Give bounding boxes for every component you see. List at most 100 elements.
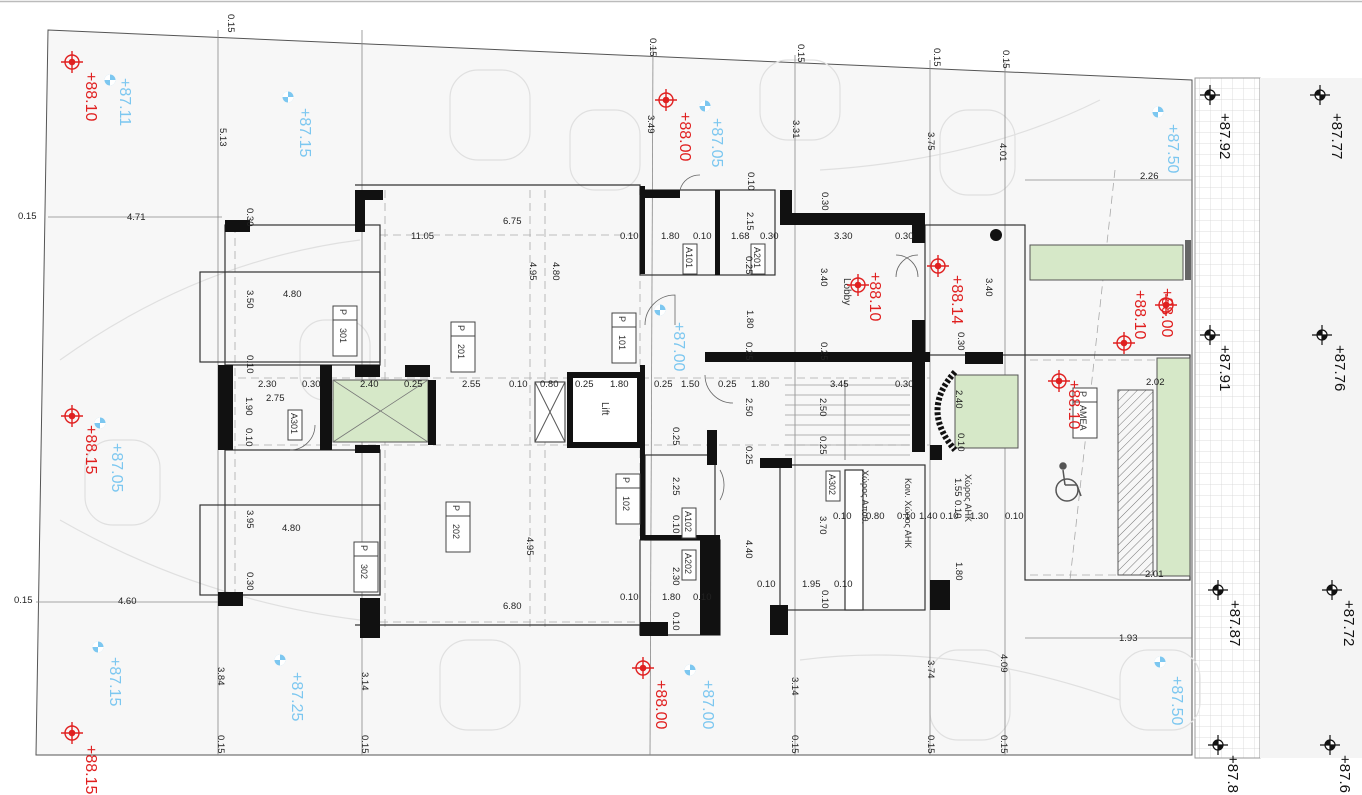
dim-label-d_480a: 4.80 bbox=[550, 262, 561, 281]
room-store1: Χώρος Αποθ. bbox=[860, 470, 870, 524]
level-value-r9: +88.00 bbox=[652, 680, 669, 729]
level-value-r5: +88.10 bbox=[1131, 290, 1148, 339]
level-value-b9: +87.00 bbox=[699, 680, 716, 729]
dim-label-d_331: 3.31 bbox=[790, 120, 801, 139]
dim-label-d_275: 2.75 bbox=[266, 393, 285, 404]
level-value-k5: +87.87 bbox=[1226, 600, 1243, 646]
dim-label-d_225: 2.25 bbox=[670, 477, 681, 496]
dim-label-d_240: 2.40 bbox=[360, 379, 379, 390]
curved-wall bbox=[934, 369, 958, 452]
dim-label-d_190: 1.90 bbox=[243, 397, 254, 416]
dim-label-d_025c: 0.25 bbox=[818, 342, 829, 361]
level-value-k6: +87.72 bbox=[1340, 600, 1357, 646]
dim-label-d_bot_015c: 0.15 bbox=[789, 735, 800, 754]
level-value-b3: +87.05 bbox=[708, 118, 725, 167]
level-marker-icon-b7 bbox=[92, 641, 104, 653]
dim-label-d_025b: 0.25 bbox=[743, 342, 754, 361]
dim-label-d_384: 3.84 bbox=[215, 667, 226, 686]
storage-labels: A101 A201 A301 A102 A202 A302 Χώρος Αποθ… bbox=[287, 243, 973, 581]
dim-label-d_375: 3.75 bbox=[925, 132, 936, 151]
parking-302: 302 bbox=[359, 564, 369, 579]
level-marker-icon-b6 bbox=[94, 417, 106, 429]
level-value-b10: +87.50 bbox=[1168, 676, 1185, 725]
dim-label-d_680: 6.80 bbox=[503, 601, 522, 612]
parking-202: 202 bbox=[451, 524, 461, 539]
dim-label-d_030e: 0.30 bbox=[955, 332, 966, 351]
dim-label-d_440: 4.40 bbox=[743, 540, 754, 559]
dim-label-d_330: 3.30 bbox=[834, 231, 853, 242]
dim-label-d_025f: 0.25 bbox=[654, 379, 673, 390]
level-marker-icon-b5 bbox=[654, 304, 666, 316]
dim-label-d_155: 1.55 bbox=[952, 478, 963, 497]
svg-text:P: P bbox=[451, 505, 461, 511]
room-a101: A101 bbox=[684, 247, 694, 268]
dim-label-d_314a: 3.14 bbox=[359, 672, 370, 691]
dim-label-d_010n: 0.10 bbox=[757, 579, 776, 590]
dim-label-d_350: 3.50 bbox=[244, 290, 255, 309]
parking-301: 301 bbox=[338, 328, 348, 343]
dim-label-d_471: 4.71 bbox=[127, 212, 146, 223]
parking-amea: ΑΜΕΑ bbox=[1078, 405, 1088, 431]
level-value-r10: +88.10 bbox=[866, 272, 883, 321]
level-value-r6: +88.00 bbox=[1158, 288, 1175, 337]
level-marker-icon-b9 bbox=[684, 664, 696, 676]
level-marker-icon-b8 bbox=[274, 654, 286, 666]
level-value-b8: +87.25 bbox=[288, 672, 305, 721]
dim-label-d_675: 6.75 bbox=[503, 216, 522, 227]
dim-label-d_010i: 0.10 bbox=[833, 511, 852, 522]
level-value-k3: +87.91 bbox=[1216, 345, 1233, 391]
room-a301: A301 bbox=[289, 413, 299, 434]
dim-label-d_345: 3.45 bbox=[830, 379, 849, 390]
dim-label-d_240b: 2.40 bbox=[953, 390, 964, 409]
dim-label-d_513: 5.13 bbox=[217, 128, 228, 147]
dim-label-d_025d: 0.25 bbox=[404, 379, 423, 390]
level-value-b7: +87.15 bbox=[106, 657, 123, 706]
green-areas bbox=[332, 244, 1191, 577]
dim-label-d_195: 1.95 bbox=[802, 579, 821, 590]
wheelchair-icon bbox=[1055, 462, 1082, 502]
level-value-k7: +87.8 bbox=[1224, 755, 1241, 793]
parking-102: 102 bbox=[621, 496, 631, 511]
walls bbox=[218, 186, 1003, 638]
dim-label-d_010p: 0.10 bbox=[819, 590, 830, 609]
dim-label-d_030h: 0.30 bbox=[244, 572, 255, 591]
dim-label-d_010m: 0.10 bbox=[952, 500, 963, 519]
dim-label-d_010c: 0.10 bbox=[745, 172, 756, 191]
dim-label-d_top_015c: 0.15 bbox=[795, 44, 806, 63]
dim-label-d_340a: 3.40 bbox=[818, 268, 829, 287]
dim-label-d_025i: 0.25 bbox=[743, 446, 754, 465]
dim-label-d_030g: 0.30 bbox=[895, 379, 914, 390]
level-marker-icon-b4 bbox=[1152, 106, 1164, 118]
dim-label-d_010e: 0.10 bbox=[509, 379, 528, 390]
dim-label-d_010l: 0.10 bbox=[1005, 511, 1024, 522]
dim-label-d_374: 3.74 bbox=[925, 660, 936, 679]
room-a201: A201 bbox=[752, 247, 762, 268]
dim-label-d_030b: 0.30 bbox=[760, 231, 779, 242]
svg-text:P: P bbox=[359, 545, 369, 551]
room-a202: A202 bbox=[683, 553, 693, 574]
dim-label-d_bot_015e: 0.15 bbox=[998, 735, 1009, 754]
level-value-b4: +87.50 bbox=[1164, 124, 1181, 173]
dim-label-d_180d: 1.80 bbox=[751, 379, 770, 390]
dim-label-d_bot_015a: 0.15 bbox=[215, 735, 226, 754]
svg-text:P: P bbox=[617, 316, 627, 322]
room-store3: Χώρος ΑΗΚ bbox=[963, 474, 973, 522]
dim-label-d_180a: 1.80 bbox=[661, 231, 680, 242]
dim-label-d_130: 1.30 bbox=[970, 511, 989, 522]
dim-label-d_010b: 0.10 bbox=[693, 231, 712, 242]
level-value-k8: +87.6 bbox=[1336, 755, 1353, 793]
dim-label-d_025g: 0.25 bbox=[718, 379, 737, 390]
dim-label-d_370: 3.70 bbox=[817, 516, 828, 535]
room-store2: Κοιν. Χώρος ΑΗΚ bbox=[903, 478, 913, 548]
dim-label-d_010h: 0.10 bbox=[670, 515, 681, 534]
dim-label-d_401: 4.01 bbox=[997, 143, 1008, 162]
level-value-b5: +87.00 bbox=[670, 322, 687, 371]
dim-label-d_1105: 11.05 bbox=[411, 231, 434, 242]
dim-label-d_bot_015d: 0.15 bbox=[925, 735, 936, 754]
level-value-r7: +88.10 bbox=[1065, 380, 1082, 429]
dim-label-d_top_015d: 0.15 bbox=[931, 48, 942, 67]
dim-label-d_314b: 3.14 bbox=[789, 677, 800, 696]
dim-label-d_bot_015b: 0.15 bbox=[359, 735, 370, 754]
